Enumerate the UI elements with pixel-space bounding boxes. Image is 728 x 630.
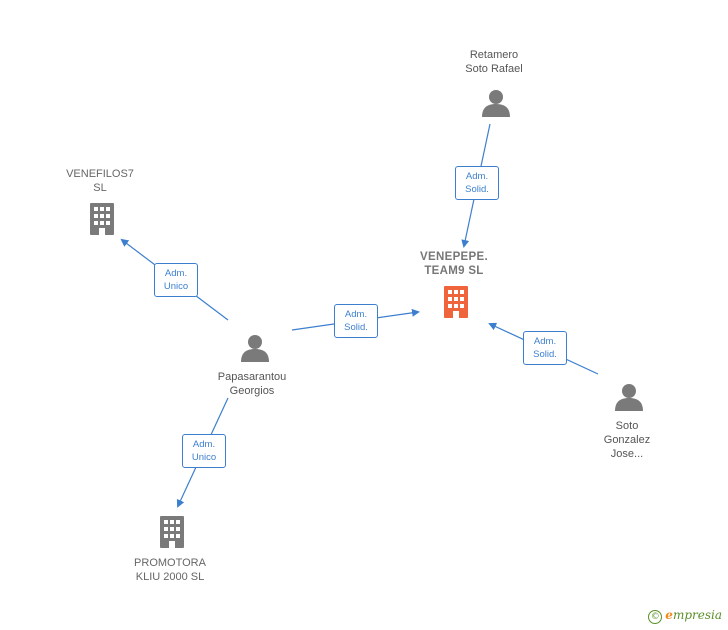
edge-badge-soto-venepepe[interactable]: Adm. Solid. — [523, 331, 567, 365]
edge-badge-line2: Solid. — [344, 322, 368, 333]
brand-rest: mpresia — [672, 608, 722, 622]
edge-badge-line2: Unico — [191, 452, 217, 463]
edge-badge-line1: Adm. — [164, 268, 188, 279]
promotora-label[interactable]: PROMOTORA KLIU 2000 SL — [134, 556, 206, 584]
brand-first-letter: e — [665, 608, 673, 622]
empresia-logo[interactable]: ©empresia — [648, 608, 722, 624]
papasarantou-label-line1: Papasarantou — [217, 371, 287, 383]
edge-badge-line1: Adm. — [465, 171, 489, 182]
papasarantou-person-icon[interactable] — [241, 335, 269, 362]
soto-label-line2: Gonzalez — [603, 434, 651, 446]
venefilos-label-line2: SL — [93, 182, 107, 194]
edge-badge-papa-promotora[interactable]: Adm. Unico — [182, 434, 226, 468]
papasarantou-label[interactable]: Papasarantou Georgios — [218, 370, 287, 398]
venefilos-building-icon[interactable] — [90, 203, 114, 235]
edge-badge-line1: Adm. — [344, 309, 368, 320]
promotora-label-line1: PROMOTORA — [134, 557, 206, 569]
retamero-label-line2: Soto Rafael — [465, 63, 523, 75]
edge-badge-line1: Adm. — [533, 336, 557, 347]
venepepe-building-icon[interactable] — [444, 286, 468, 318]
papasarantou-label-line2: Georgios — [229, 385, 275, 397]
edge-badge-retamero-venepepe[interactable]: Adm. Solid. — [455, 166, 499, 200]
edge-badge-line1: Adm. — [192, 439, 216, 450]
soto-person-icon[interactable] — [615, 384, 643, 411]
venepepe-label-line2: TEAM9 SL — [424, 265, 484, 277]
soto-label[interactable]: Soto Gonzalez Jose... — [604, 419, 650, 461]
copyright-icon: © — [648, 610, 663, 624]
soto-label-line1: Soto — [615, 420, 639, 432]
edge-badge-papa-venefilos[interactable]: Adm. Unico — [154, 263, 198, 297]
promotora-building-icon[interactable] — [160, 516, 184, 548]
edge-badge-line2: Solid. — [533, 349, 557, 360]
soto-label-line3: Jose... — [610, 448, 644, 460]
retamero-person-icon[interactable] — [482, 90, 510, 117]
retamero-label[interactable]: Retamero Soto Rafael — [465, 48, 522, 76]
retamero-label-line1: Retamero — [469, 49, 519, 61]
edge-badge-papa-venepepe[interactable]: Adm. Solid. — [334, 304, 378, 338]
venepepe-label-line1: VENEPEPE. — [420, 251, 488, 263]
venepepe-label[interactable]: VENEPEPE. TEAM9 SL — [420, 250, 488, 278]
promotora-label-line2: KLIU 2000 SL — [135, 571, 205, 583]
venefilos-label-line1: VENEFILOS7 — [66, 168, 134, 180]
edge-badge-line2: Unico — [163, 281, 189, 292]
edge-badge-line2: Solid. — [465, 184, 489, 195]
venefilos-label[interactable]: VENEFILOS7 SL — [66, 167, 134, 195]
